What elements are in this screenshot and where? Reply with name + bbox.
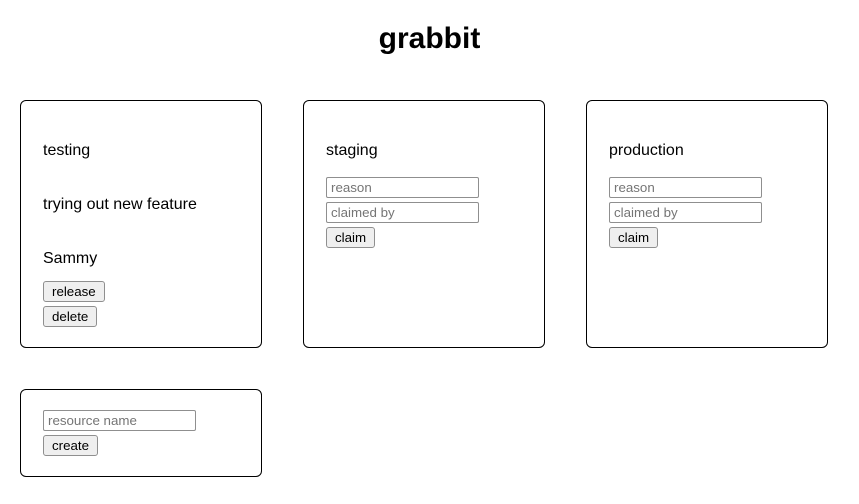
claimed-by-text: Sammy (43, 250, 98, 267)
reason-input[interactable] (326, 177, 479, 198)
claimed-by-input-row (609, 202, 805, 223)
create-resource-card: create (20, 389, 262, 477)
resource-card-staging: staging claim (303, 100, 545, 348)
resource-name-text: staging (326, 142, 378, 159)
create-button[interactable]: create (43, 435, 99, 456)
create-button-row: create (43, 435, 239, 456)
resource-name-text: production (609, 142, 684, 159)
delete-button-row: delete (43, 306, 239, 327)
resource-card-production: production claim (586, 100, 828, 348)
page-title: grabbit (378, 22, 481, 55)
release-button-row: release (43, 281, 239, 302)
delete-button[interactable]: delete (43, 306, 98, 327)
resource-name-input[interactable] (43, 410, 196, 431)
claim-reason-text: trying out new feature (43, 196, 197, 213)
claimed-by-input[interactable] (326, 202, 479, 223)
claim-button-row: claim (609, 227, 805, 248)
claim-button-row: claim (326, 227, 522, 248)
resource-name-text: testing (43, 142, 91, 159)
resource-card-testing: testing trying out new feature Sammy rel… (20, 100, 262, 348)
claim-button[interactable]: claim (326, 227, 376, 248)
claimed-by-input[interactable] (609, 202, 762, 223)
claim-form: claim (609, 177, 805, 248)
resource-name-input-row (43, 410, 239, 431)
claimed-info: testing trying out new feature Sammy (43, 141, 239, 268)
reason-input[interactable] (609, 177, 762, 198)
card-grid: testing trying out new feature Sammy rel… (20, 100, 859, 477)
reason-input-row (609, 177, 805, 198)
claim-form: claim (326, 177, 522, 248)
claimed-by-input-row (326, 202, 522, 223)
claim-button[interactable]: claim (609, 227, 659, 248)
release-button[interactable]: release (43, 281, 105, 302)
reason-input-row (326, 177, 522, 198)
